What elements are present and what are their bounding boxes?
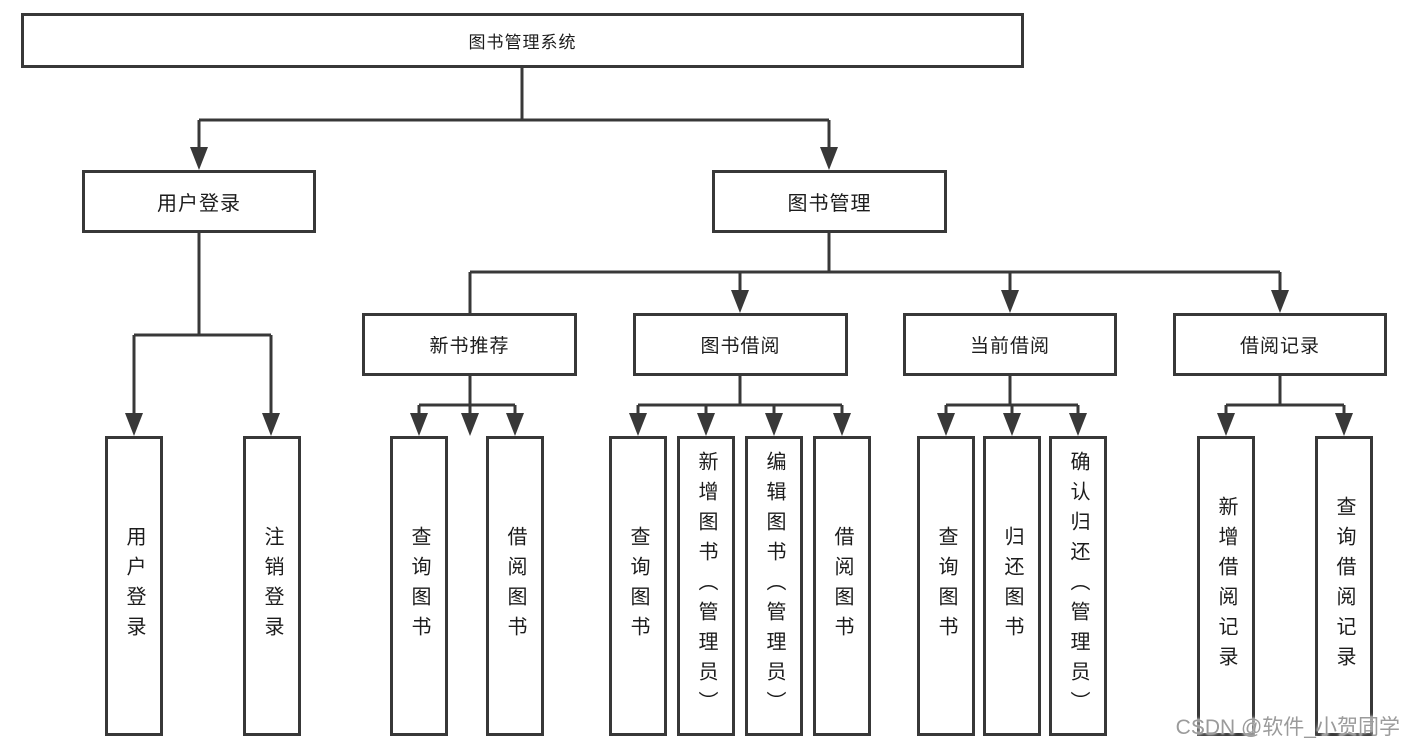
node-label: 借阅图书 bbox=[831, 526, 853, 646]
node-label: 归还图书 bbox=[1001, 526, 1023, 646]
leaf-query-borrow-record: 查询借阅记录 bbox=[1315, 436, 1373, 736]
connector-root-to-level1 bbox=[190, 68, 838, 170]
node-book-borrow: 图书借阅 bbox=[633, 313, 848, 376]
node-label: 借阅图书 bbox=[504, 526, 526, 646]
node-label: 编辑图书（管理员） bbox=[763, 451, 785, 721]
node-new-book-recommend: 新书推荐 bbox=[362, 313, 577, 376]
leaf-borrow-books-1: 借阅图书 bbox=[486, 436, 544, 736]
leaf-logout: 注销登录 bbox=[243, 436, 301, 736]
leaf-query-books-3: 查询图书 bbox=[917, 436, 975, 736]
leaf-add-books-admin: 新增图书（管理员） bbox=[677, 436, 735, 736]
connector-currentborrow-leaves bbox=[937, 376, 1087, 436]
leaf-query-books-1: 查询图书 bbox=[390, 436, 448, 736]
node-label: 图书管理系统 bbox=[468, 33, 577, 52]
connector-borrowrecord-leaves bbox=[1217, 376, 1353, 436]
leaf-return-books: 归还图书 bbox=[983, 436, 1041, 736]
connector-newbook-leaves bbox=[410, 376, 524, 436]
node-book-management: 图书管理 bbox=[712, 170, 947, 233]
node-label: 图书借阅 bbox=[700, 336, 781, 357]
node-borrow-record: 借阅记录 bbox=[1173, 313, 1387, 376]
node-label: 注销登录 bbox=[261, 526, 283, 646]
node-user-login: 用户登录 bbox=[82, 170, 316, 233]
node-label: 查询图书 bbox=[627, 526, 649, 646]
node-label: 新书推荐 bbox=[429, 336, 510, 357]
node-label: 新增借阅记录 bbox=[1215, 496, 1237, 676]
node-label: 当前借阅 bbox=[969, 336, 1050, 357]
leaf-borrow-books-2: 借阅图书 bbox=[813, 436, 871, 736]
connector-userlogin-leaves bbox=[125, 233, 280, 436]
node-label: 查询图书 bbox=[408, 526, 430, 646]
node-label: 用户登录 bbox=[123, 526, 145, 646]
node-label: 借阅记录 bbox=[1239, 336, 1320, 357]
leaf-edit-books-admin: 编辑图书（管理员） bbox=[745, 436, 803, 736]
csdn-watermark: CSDN @软件_小贺同学 bbox=[1175, 716, 1400, 739]
connector-bookborrow-leaves bbox=[629, 376, 851, 436]
node-label: 图书管理 bbox=[787, 193, 872, 215]
node-label: 新增图书（管理员） bbox=[695, 451, 717, 721]
node-library-management-system: 图书管理系统 bbox=[21, 13, 1024, 68]
leaf-add-borrow-record: 新增借阅记录 bbox=[1197, 436, 1255, 736]
node-label: 查询借阅记录 bbox=[1333, 496, 1355, 676]
node-label: 确认归还（管理员） bbox=[1067, 451, 1089, 721]
node-label: 查询图书 bbox=[935, 526, 957, 646]
leaf-user-login: 用户登录 bbox=[105, 436, 163, 736]
leaf-confirm-return-admin: 确认归还（管理员） bbox=[1049, 436, 1107, 736]
leaf-query-books-2: 查询图书 bbox=[609, 436, 667, 736]
connector-bookmgmt-to-level2 bbox=[461, 233, 1289, 436]
node-current-borrow: 当前借阅 bbox=[903, 313, 1117, 376]
node-label: 用户登录 bbox=[157, 193, 241, 215]
